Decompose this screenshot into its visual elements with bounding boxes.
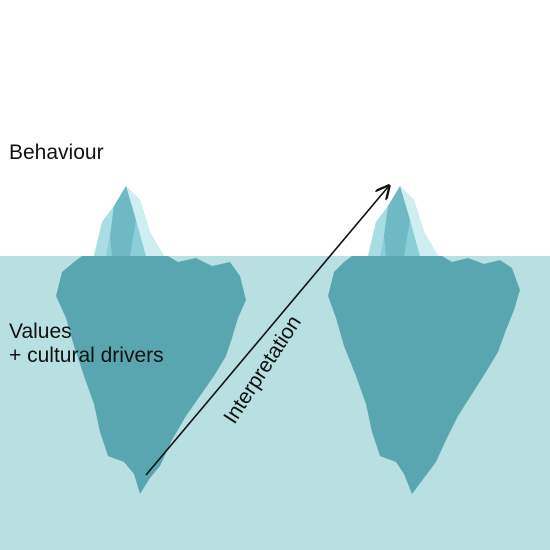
iceberg-tip-left-dark <box>110 186 136 256</box>
values-label: Values + cultural drivers <box>9 320 164 368</box>
iceberg-submerged-right <box>328 256 520 494</box>
iceberg-icon <box>56 186 246 494</box>
arrow-up-right-icon <box>145 187 388 476</box>
iceberg-tip-right-light <box>368 206 388 256</box>
iceberg-tip-right-dark <box>384 186 410 256</box>
iceberg-icon <box>328 186 520 494</box>
values-label-line2: + cultural drivers <box>9 344 164 367</box>
values-label-line1: Values <box>9 320 72 343</box>
iceberg-tip-right-highlight <box>400 186 438 256</box>
iceberg-tip-left-highlight <box>126 186 164 256</box>
behaviour-label: Behaviour <box>9 141 104 164</box>
iceberg-tip-left-light <box>94 206 114 256</box>
iceberg-submerged-left <box>56 256 246 494</box>
